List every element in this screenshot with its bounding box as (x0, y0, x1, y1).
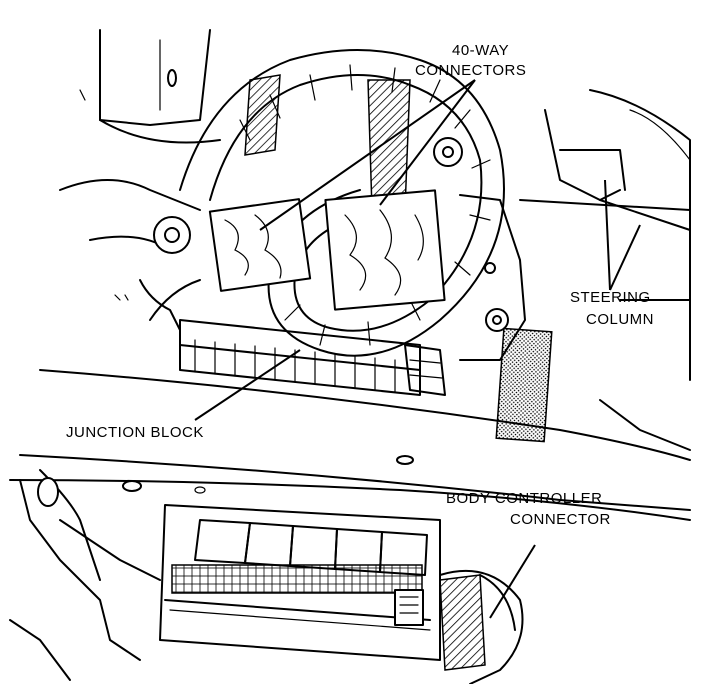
label-column: COLUMN (586, 311, 654, 328)
upper-pillar (79, 29, 221, 144)
label-connectors: CONNECTORS (415, 62, 526, 79)
right-dash-panel (519, 89, 691, 451)
label-junction-block: JUNCTION BLOCK (66, 424, 204, 441)
left-harness-bundle (59, 179, 201, 331)
mounting-bracket (404, 194, 553, 443)
leader-steering-column-2 (609, 224, 641, 291)
leader-connector-left (259, 79, 476, 231)
label-connector: CONNECTOR (510, 511, 611, 528)
label-steering: STEERING (570, 289, 651, 306)
leader-connector-right (379, 79, 476, 206)
leader-junction-block (194, 349, 301, 421)
label-body-controller: BODY CONTROLLER (446, 490, 602, 507)
forty-way-connectors (208, 137, 463, 311)
leader-steering-column (604, 179, 611, 291)
dash-crossbar (9, 369, 691, 521)
label-40-way: 40-WAY (452, 42, 509, 59)
body-controller-connector (159, 504, 524, 685)
leader-body-controller (489, 544, 536, 619)
junction-block (179, 319, 421, 396)
lower-left-bracket (9, 469, 161, 681)
callout-labels: 40-WAY CONNECTORS STEERING COLUMN JUNCTI… (66, 42, 654, 528)
wiring-harness (179, 49, 505, 357)
leader-lines (194, 79, 641, 619)
